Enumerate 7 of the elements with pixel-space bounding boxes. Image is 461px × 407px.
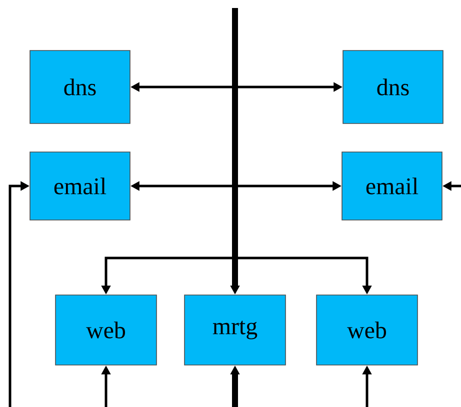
server-box: mrtg bbox=[184, 294, 286, 366]
server-box: web bbox=[55, 294, 157, 366]
server-box: dns bbox=[342, 50, 444, 124]
server-box: email bbox=[342, 152, 442, 220]
server-box: email bbox=[30, 152, 130, 220]
server-box: web bbox=[316, 294, 418, 366]
server-box: dns bbox=[30, 50, 130, 124]
